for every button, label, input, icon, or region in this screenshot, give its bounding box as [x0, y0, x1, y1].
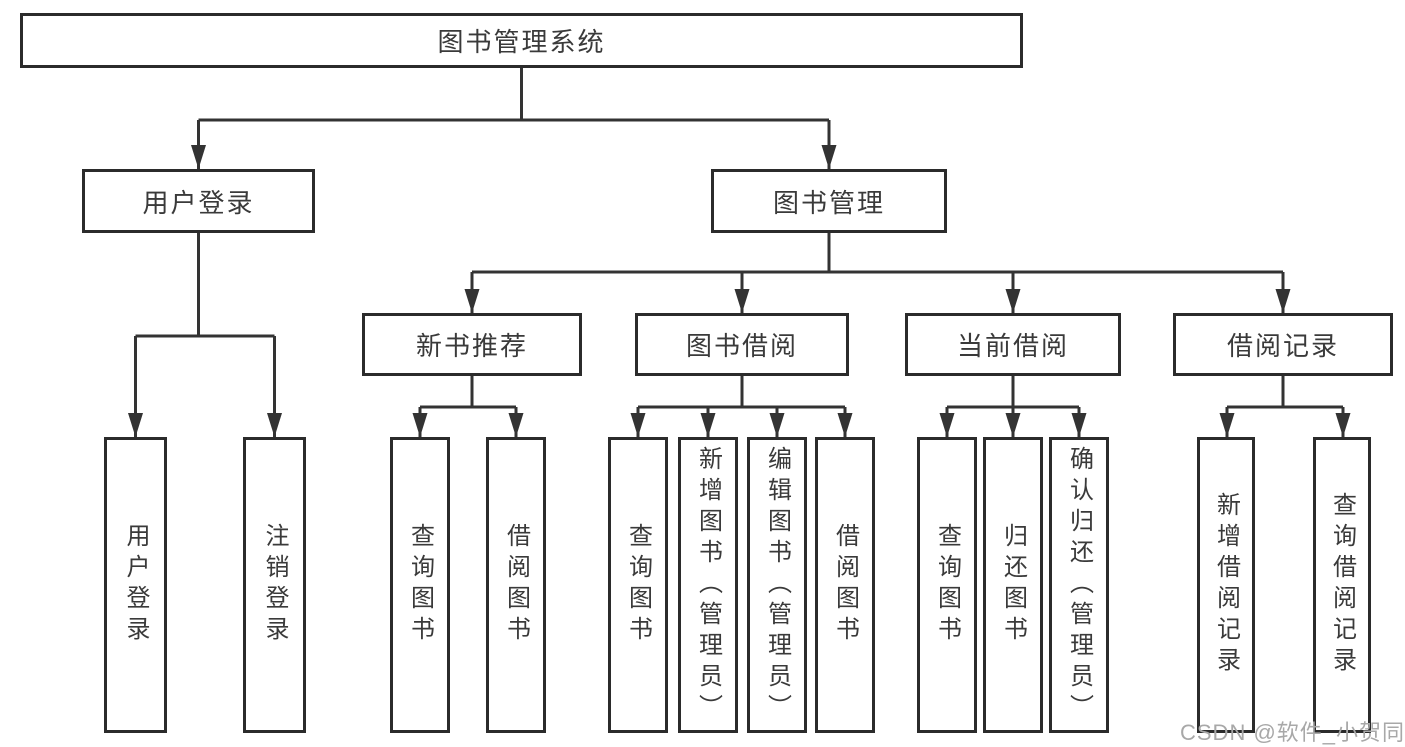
node-user-login: 用户登录	[82, 169, 315, 233]
leaf-user-login: 用户登录	[104, 437, 167, 733]
connector-book-borrowing	[638, 376, 845, 409]
node-borrowing-records: 借阅记录	[1173, 313, 1393, 376]
node-new-book-recommendation: 新书推荐	[362, 313, 582, 376]
leaf-user-login-label: 用户登录	[122, 523, 149, 647]
leaf-recommend-borrow-books: 借阅图书	[486, 437, 546, 733]
node-current-borrowing: 当前借阅	[905, 313, 1121, 376]
watermark: CSDN @软件_小贺同学	[1180, 720, 1405, 745]
leaf-borrowing-query-books: 查询图书	[608, 437, 668, 733]
leaf-return-books: 归还图书	[983, 437, 1043, 733]
leaf-edit-book-admin-label: 编辑图书（管理员）	[763, 445, 791, 725]
leaf-current-query-books-label: 查询图书	[933, 523, 961, 647]
leaf-confirm-return-admin-label: 确认归还（管理员）	[1065, 445, 1093, 725]
leaf-logout-label: 注销登录	[261, 523, 288, 647]
connector-user-login	[135, 233, 275, 338]
leaf-borrowing-query-books-label: 查询图书	[624, 523, 652, 647]
leaf-add-borrow-record-label: 新增借阅记录	[1212, 492, 1240, 678]
node-book-management: 图书管理	[711, 169, 947, 233]
leaf-recommend-query-books-label: 查询图书	[406, 523, 434, 647]
leaf-recommend-query-books: 查询图书	[390, 437, 450, 733]
leaf-borrowing-borrow-books-label: 借阅图书	[831, 523, 859, 647]
connector-book-management	[472, 233, 1283, 274]
leaf-query-borrow-record: 查询借阅记录	[1313, 437, 1371, 733]
leaf-borrowing-borrow-books: 借阅图书	[815, 437, 875, 733]
leaf-add-book-admin-label: 新增图书（管理员）	[694, 445, 722, 725]
connector-current-borrowing	[947, 376, 1079, 409]
leaf-add-borrow-record: 新增借阅记录	[1197, 437, 1255, 733]
leaf-logout: 注销登录	[243, 437, 306, 733]
node-library-system: 图书管理系统	[20, 13, 1023, 68]
leaf-confirm-return-admin: 确认归还（管理员）	[1049, 437, 1109, 733]
connector-borrowing-records	[1227, 376, 1343, 409]
leaf-return-books-label: 归还图书	[999, 523, 1027, 647]
connector-new-book-recommendation	[420, 376, 516, 409]
leaf-recommend-borrow-books-label: 借阅图书	[502, 523, 530, 647]
leaf-edit-book-admin: 编辑图书（管理员）	[747, 437, 807, 733]
leaf-current-query-books: 查询图书	[917, 437, 977, 733]
node-book-borrowing: 图书借阅	[635, 313, 849, 376]
leaf-query-borrow-record-label: 查询借阅记录	[1328, 492, 1356, 678]
leaf-add-book-admin: 新增图书（管理员）	[678, 437, 738, 733]
connector-root	[198, 68, 829, 122]
